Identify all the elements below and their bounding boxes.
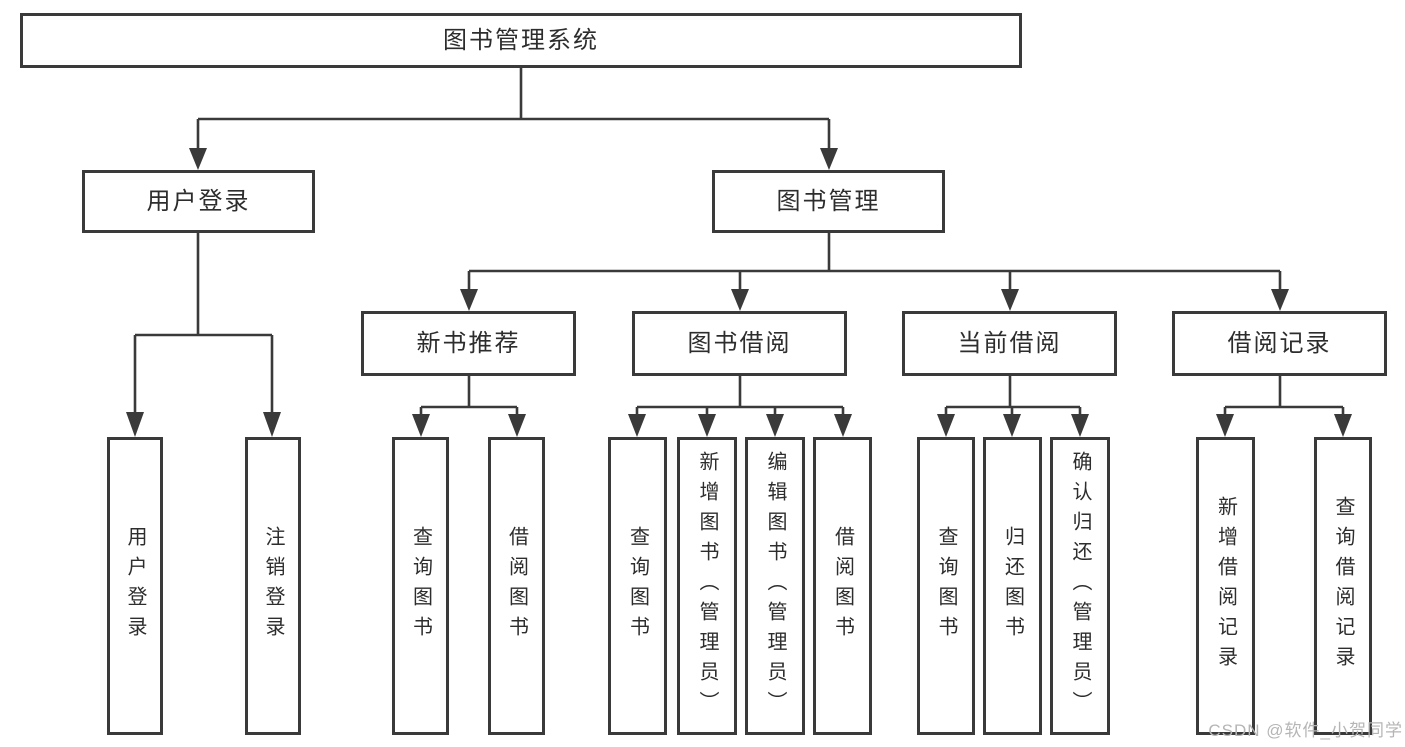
leaf-add-books-admin: 新增图书（管理员） xyxy=(677,437,737,735)
leaf-query-books-recommend: 查询图书 xyxy=(392,437,449,735)
node-label: 查询图书 xyxy=(409,526,432,646)
node-new-book-recommendation: 新书推荐 xyxy=(361,311,576,376)
node-label: 新增图书（管理员） xyxy=(696,451,718,721)
leaf-logout: 注销登录 xyxy=(245,437,301,735)
leaf-confirm-return-admin: 确认归还（管理员） xyxy=(1050,437,1110,735)
csdn-watermark: CSDN @软件_小贺同学 xyxy=(1208,721,1403,740)
node-label: 借阅图书 xyxy=(831,526,854,646)
leaf-query-books-borrowing: 查询图书 xyxy=(608,437,667,735)
node-label: 借阅记录 xyxy=(1227,329,1332,357)
node-label: 注销登录 xyxy=(262,526,284,646)
node-label: 当前借阅 xyxy=(957,329,1062,357)
node-book-management: 图书管理 xyxy=(712,170,945,233)
leaf-borrow-books: 借阅图书 xyxy=(813,437,872,735)
node-borrowing-records: 借阅记录 xyxy=(1172,311,1387,376)
node-label: 查询借阅记录 xyxy=(1332,496,1354,676)
node-label: 图书管理系统 xyxy=(443,26,599,54)
node-label: 借阅图书 xyxy=(505,526,528,646)
leaf-borrow-books-recommend: 借阅图书 xyxy=(488,437,545,735)
node-library-management-system: 图书管理系统 xyxy=(20,13,1022,68)
node-label: 用户登录 xyxy=(124,526,146,646)
node-label: 用户登录 xyxy=(146,187,251,215)
leaf-return-books: 归还图书 xyxy=(983,437,1042,735)
node-user-login: 用户登录 xyxy=(82,170,315,233)
leaf-edit-books-admin: 编辑图书（管理员） xyxy=(745,437,805,735)
node-label: 编辑图书（管理员） xyxy=(764,451,786,721)
node-label: 查询图书 xyxy=(935,526,957,646)
leaf-add-borrow-record: 新增借阅记录 xyxy=(1196,437,1255,735)
node-label: 图书借阅 xyxy=(687,329,792,357)
node-book-borrowing: 图书借阅 xyxy=(632,311,847,376)
node-label: 归还图书 xyxy=(1001,526,1024,646)
leaf-query-borrow-record: 查询借阅记录 xyxy=(1314,437,1372,735)
node-label: 新书推荐 xyxy=(416,329,521,357)
node-label: 查询图书 xyxy=(626,526,649,646)
leaf-query-books-current: 查询图书 xyxy=(917,437,975,735)
node-label: 新增借阅记录 xyxy=(1214,496,1237,676)
node-label: 图书管理 xyxy=(776,187,881,215)
node-label: 确认归还（管理员） xyxy=(1069,451,1091,721)
node-current-borrowing: 当前借阅 xyxy=(902,311,1117,376)
leaf-user-login: 用户登录 xyxy=(107,437,163,735)
